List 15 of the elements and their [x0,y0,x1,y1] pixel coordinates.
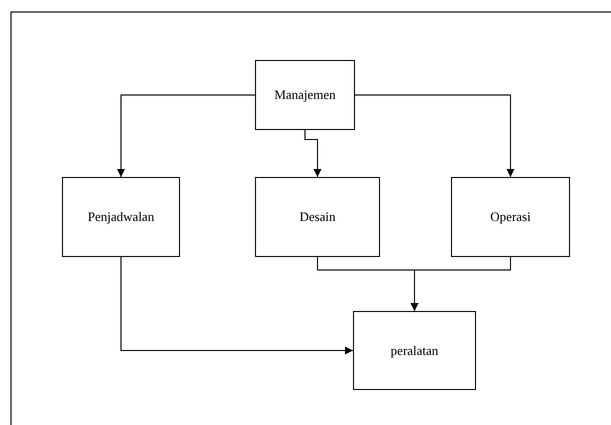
connector-arrow [120,256,354,354]
process-box [62,177,180,257]
connector-arrow [304,130,322,178]
process-box [451,177,570,257]
process-box [255,60,355,130]
connector-arrow [117,94,256,178]
box-label: Manajemen [274,87,336,103]
box-label: Operasi [490,209,531,225]
process-box [353,311,476,390]
connector-arrow [354,94,514,178]
box-label: Desain [299,209,336,225]
connector-arrow [410,256,511,312]
box-label: Penjadwalan [88,209,154,225]
process-box [255,177,380,257]
box-label: peralatan [390,342,438,358]
